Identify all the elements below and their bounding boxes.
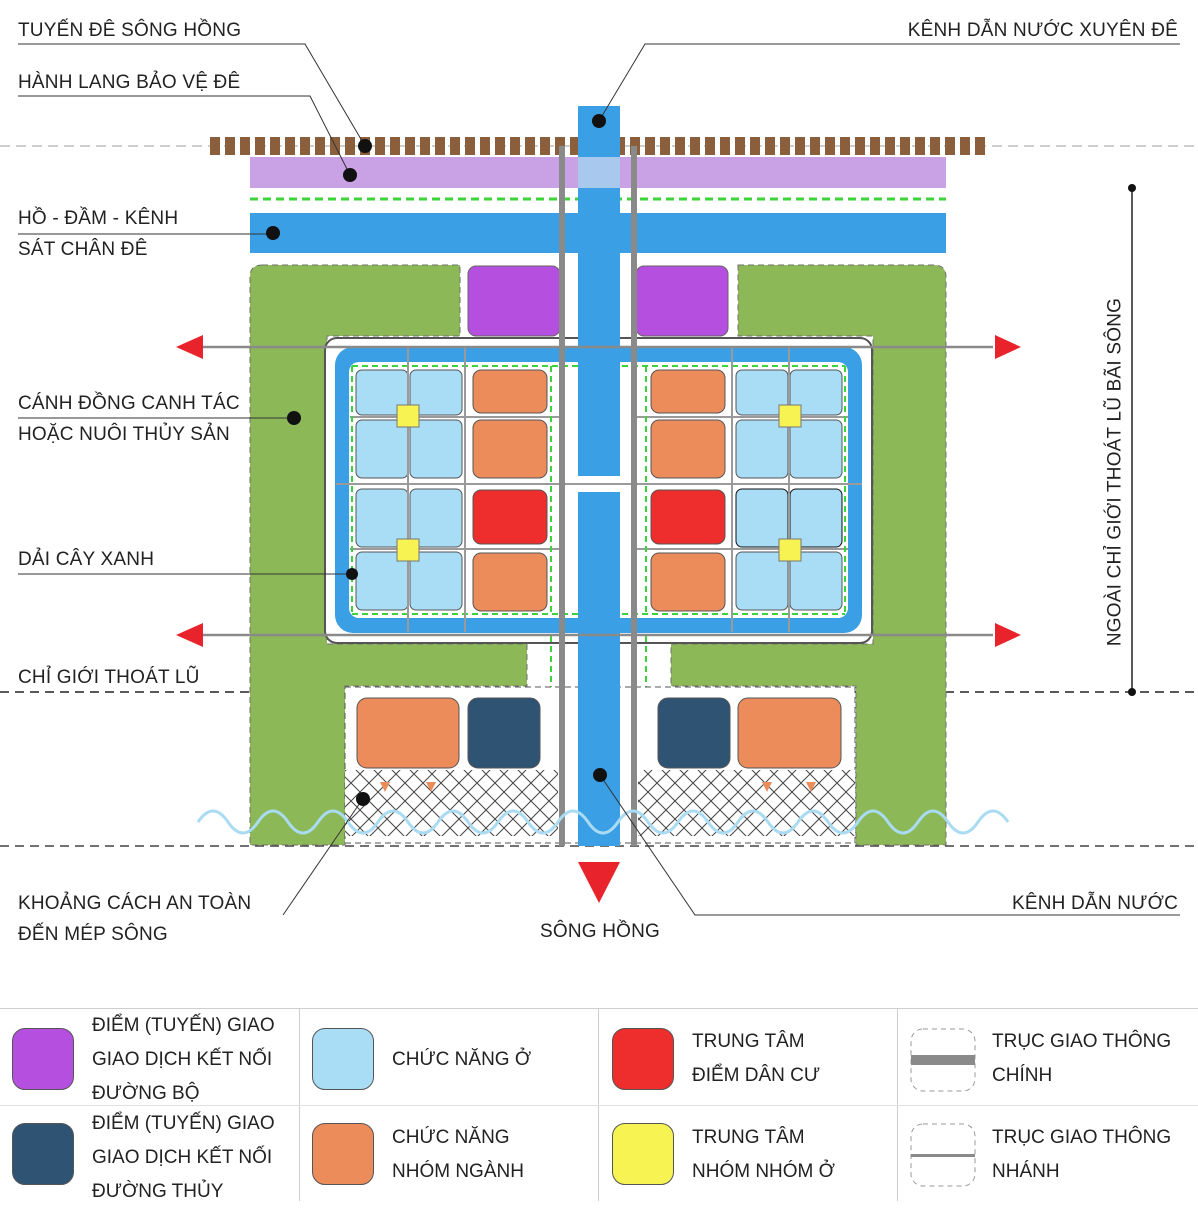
legend-text-main-road: TRỤC GIAO THÔNG CHÍNH	[992, 1025, 1171, 1093]
label-text: CÁNH ĐỒNG CANH TÁC	[18, 393, 240, 414]
industry-block	[650, 369, 726, 414]
legend-text-group-center: TRUNG TÂM NHÓM NHÓM Ở	[692, 1121, 835, 1189]
legend-line: TRUNG TÂM	[692, 1031, 805, 1052]
legend-symbol-main-road	[910, 1028, 976, 1092]
legend-symbol-branch-road	[910, 1123, 976, 1187]
industry-block-lower-right	[737, 697, 842, 769]
label-red-river: SÔNG HỒNG	[540, 916, 660, 947]
leader-lines	[18, 43, 1180, 916]
legend-swatch-water-hub	[12, 1123, 74, 1185]
legend-text-residential: CHỨC NĂNG Ở	[392, 1043, 531, 1077]
label-cross-dyke-canal: KÊNH DẪN NƯỚC XUYÊN ĐÊ	[908, 15, 1178, 46]
industry-block	[472, 369, 548, 414]
settlement-center-right	[650, 489, 726, 545]
label-safety-distance: KHOẢNG CÁCH AN TOÀN ĐẾN MÉP SÔNG	[18, 888, 251, 950]
legend-swatch-industry	[312, 1123, 374, 1185]
safety-hatch-left	[345, 770, 558, 836]
industry-block	[472, 552, 548, 612]
legend-line: TRỤC GIAO THÔNG	[992, 1127, 1172, 1148]
label-text: CHỈ GIỚI THOÁT LŨ	[18, 667, 200, 688]
label-text: KÊNH DẪN NƯỚC	[1011, 893, 1178, 914]
group-centers	[396, 404, 802, 562]
label-text: KHOẢNG CÁCH AN TOÀN	[18, 893, 252, 914]
legend-line: NHÓM NGÀNH	[392, 1161, 524, 1182]
leader-dots	[266, 114, 607, 806]
river-waves	[196, 809, 1010, 835]
industry-block-lower-left	[356, 697, 460, 769]
canal-dyke-gap	[578, 157, 620, 188]
legend-swatch-group-center	[612, 1123, 674, 1185]
legend-line: ĐIỂM DÂN CƯ	[692, 1065, 821, 1086]
legend-line: CHỨC NĂNG Ở	[392, 1049, 532, 1070]
label-text: ĐẾN MÉP SÔNG	[18, 924, 168, 945]
road-hub-right	[635, 265, 729, 337]
label-text: NGOÀI CHỈ GIỚI THOÁT LŨ BÃI SÔNG	[1104, 297, 1126, 647]
legend-line: ĐIỂM (TUYẾN) GIAO	[92, 1015, 275, 1036]
label-text: SÔNG HỒNG	[540, 921, 661, 942]
flow-arrows	[176, 335, 1021, 903]
legend-line: GIAO DỊCH KẾT NỐI	[92, 1147, 273, 1168]
main-roads	[559, 146, 637, 846]
diagram-canvas	[0, 43, 1198, 916]
label-text: HÀNH LANG BẢO VỆ ĐÊ	[18, 72, 241, 93]
label-outside-boundary: NGOÀI CHỈ GIỚI THOÁT LŨ BÃI SÔNG	[1100, 298, 1131, 646]
legend-line: TRỤC GIAO THÔNG	[992, 1031, 1172, 1052]
label-text: SÁT CHÂN ĐÊ	[18, 239, 148, 260]
label-flood-boundary: CHỈ GIỚI THOÁT LŨ	[18, 662, 200, 693]
label-text: TUYẾN ĐÊ SÔNG HỒNG	[18, 20, 242, 41]
label-dyke-corridor: HÀNH LANG BẢO VỆ ĐÊ	[18, 67, 240, 98]
label-text: KÊNH DẪN NƯỚC XUYÊN ĐÊ	[907, 20, 1178, 41]
label-green-strip: DẢI CÂY XANH	[18, 544, 154, 575]
legend-line: NHÁNH	[992, 1161, 1060, 1182]
legend-swatch-road-hub	[12, 1028, 74, 1090]
orange-markers	[380, 782, 816, 792]
industry-block	[650, 419, 726, 479]
industry-block	[650, 552, 726, 612]
legend-text-water-hub: ĐIỂM (TUYẾN) GIAO GIAO DỊCH KẾT NỐI ĐƯỜN…	[92, 1107, 275, 1209]
legend-line: NHÓM NHÓM Ở	[692, 1161, 835, 1182]
label-farmland: CÁNH ĐỒNG CANH TÁC HOẶC NUÔI THỦY SẢN	[18, 388, 240, 450]
dimension-dot-bottom	[1128, 688, 1136, 696]
legend-line: GIAO DỊCH KẾT NỐI	[92, 1049, 273, 1070]
label-lake-canal: HỒ - ĐẦM - KÊNH SÁT CHÂN ĐÊ	[18, 203, 178, 265]
legend-line: TRUNG TÂM	[692, 1127, 805, 1148]
dimension-dot-top	[1128, 184, 1136, 192]
legend: ĐIỂM (TUYẾN) GIAO GIAO DỊCH KẾT NỐI ĐƯỜN…	[0, 1008, 1198, 1202]
label-text: HOẶC NUÔI THỦY SẢN	[18, 424, 230, 445]
cross-roads	[203, 345, 993, 637]
central-canal-bottom	[578, 492, 620, 846]
water-hub-left	[467, 697, 541, 769]
legend-line: ĐIỂM (TUYẾN) GIAO	[92, 1113, 275, 1134]
legend-swatch-settlement-center	[612, 1028, 674, 1090]
water-hub-right	[657, 697, 731, 769]
legend-line: ĐƯỜNG BỘ	[92, 1083, 200, 1104]
industry-block	[472, 419, 548, 479]
legend-line: CHỨC NĂNG	[392, 1127, 510, 1148]
label-water-canal: KÊNH DẪN NƯỚC	[1012, 888, 1178, 919]
legend-row-divider	[0, 1105, 1198, 1106]
label-dyke-route: TUYẾN ĐÊ SÔNG HỒNG	[18, 15, 241, 46]
label-text: DẢI CÂY XANH	[18, 549, 155, 570]
legend-line: CHÍNH	[992, 1065, 1053, 1086]
legend-line: ĐƯỜNG THỦY	[92, 1181, 224, 1202]
residential-cells-right	[735, 369, 843, 611]
legend-text-industry: CHỨC NĂNG NHÓM NGÀNH	[392, 1121, 524, 1189]
legend-text-road-hub: ĐIỂM (TUYẾN) GIAO GIAO DỊCH KẾT NỐI ĐƯỜN…	[92, 1009, 275, 1111]
legend-text-branch-road: TRỤC GIAO THÔNG NHÁNH	[992, 1121, 1171, 1189]
settlement-center-left	[472, 489, 548, 545]
legend-text-settlement-center: TRUNG TÂM ĐIỂM DÂN CƯ	[692, 1025, 820, 1093]
road-hub-left	[467, 265, 561, 337]
legend-swatch-residential	[312, 1028, 374, 1090]
safety-hatch-right	[638, 770, 855, 836]
label-text: HỒ - ĐẦM - KÊNH	[18, 208, 179, 229]
